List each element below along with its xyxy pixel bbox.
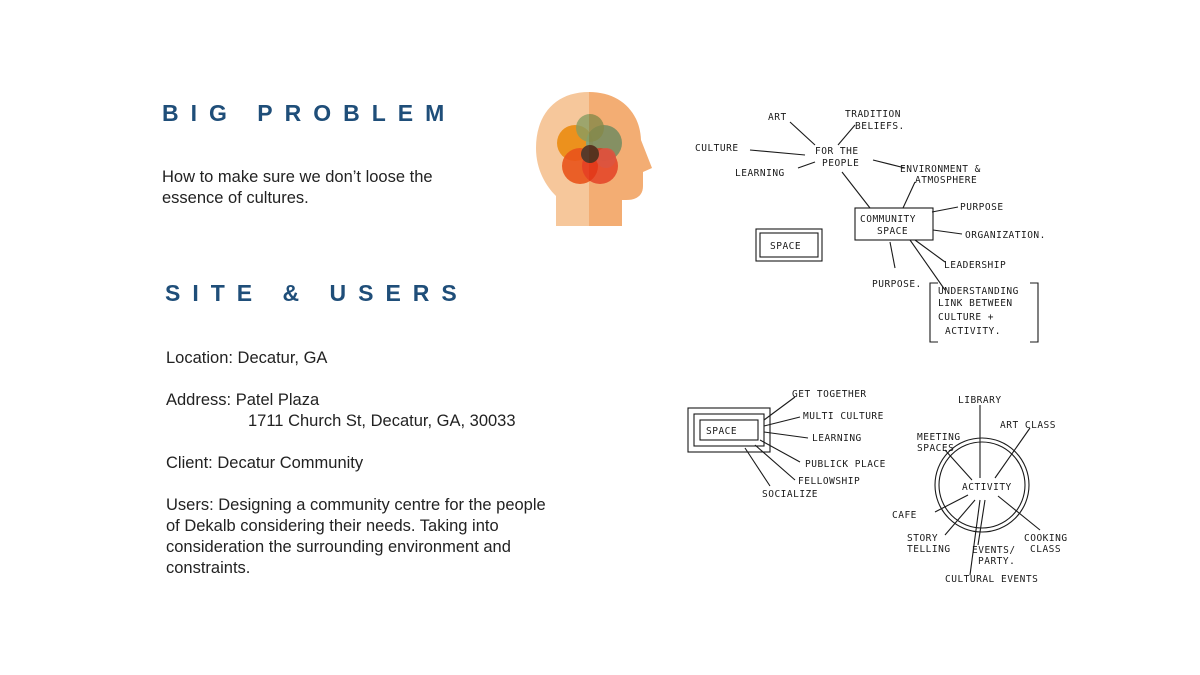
sk-activity: ACTIVITY. xyxy=(945,326,1001,337)
sk-library: LIBRARY xyxy=(958,395,1002,406)
sk-community: COMMUNITY xyxy=(860,214,916,225)
sk-fellowship: FELLOWSHIP xyxy=(798,476,860,487)
users-line-1: Users: Designing a community centre for … xyxy=(166,496,546,514)
address-line-2: 1711 Church St, Decatur, GA, 30033 xyxy=(248,412,516,430)
sk-understanding: UNDERSTANDING xyxy=(938,286,1019,297)
sk-culture-plus: CULTURE + xyxy=(938,312,994,323)
big-problem-line-2: essence of cultures. xyxy=(162,189,309,207)
users-text: Users: Designing a community centre for … xyxy=(166,495,546,579)
head-silhouette xyxy=(536,92,652,226)
sk-culture: CULTURE xyxy=(695,143,739,154)
sk-purpose-2: PURPOSE. xyxy=(872,279,922,290)
address-label: Address: Patel Plaza xyxy=(166,391,320,409)
venn-circles xyxy=(557,114,622,184)
client-text: Client: Decatur Community xyxy=(166,454,364,472)
sk-art-class: ART CLASS xyxy=(1000,420,1056,431)
sk-party: PARTY. xyxy=(978,556,1015,567)
users-line-4: constraints. xyxy=(166,559,251,577)
big-problem-text: How to make sure we don’t loose the esse… xyxy=(162,167,433,209)
sk-space-box: SPACE xyxy=(770,241,801,252)
sk-telling: TELLING xyxy=(907,544,951,555)
sk-cooking: COOKING xyxy=(1024,533,1068,544)
sk-spaces: SPACES xyxy=(917,443,954,454)
sk-people: PEOPLE xyxy=(822,158,859,169)
users-line-2: of Dekalb considering their needs. Takin… xyxy=(166,517,499,535)
sk-events: EVENTS/ xyxy=(972,545,1016,556)
sk-for-the: FOR THE xyxy=(815,146,859,157)
sk-art: ART xyxy=(768,112,787,123)
sk-story: STORY xyxy=(907,533,938,544)
big-problem-heading: BIG PROBLEM xyxy=(162,100,457,126)
sk-purpose: PURPOSE xyxy=(960,202,1004,213)
sk-environment: ENVIRONMENT & xyxy=(900,164,981,175)
sk-get-together: GET TOGETHER xyxy=(792,389,867,400)
sk-cultural-events: CULTURAL EVENTS xyxy=(945,574,1038,585)
location-text: Location: Decatur, GA xyxy=(166,349,328,367)
sk-space-bl: SPACE xyxy=(706,426,737,437)
sk-leadership: LEADERSHIP xyxy=(944,260,1006,271)
sk-public-place: PUBLICK PLACE xyxy=(805,459,886,470)
sk-space-center: SPACE xyxy=(877,226,908,237)
users-line-3: consideration the surrounding environmen… xyxy=(166,538,511,556)
site-users-heading: SITE & USERS xyxy=(165,280,469,306)
sk-socialize: SOCIALIZE xyxy=(762,489,818,500)
sk-class: CLASS xyxy=(1030,544,1061,555)
sk-tradition: TRADITION xyxy=(845,109,901,120)
sk-meeting: MEETING xyxy=(917,432,961,443)
sk-cafe: CAFE xyxy=(892,510,917,521)
sk-organization: ORGANIZATION. xyxy=(965,230,1046,241)
site-users-details: Location: Decatur, GA Address: Patel Pla… xyxy=(166,348,546,579)
sk-multi-culture: MULTI CULTURE xyxy=(803,411,884,422)
sk-beliefs: BELIEFS. xyxy=(855,121,905,132)
sk-activity-br: ACTIVITY xyxy=(962,482,1012,493)
big-problem-line-1: How to make sure we don’t loose the xyxy=(162,168,433,186)
sk-atmosphere: ATMOSPHERE xyxy=(915,175,977,186)
sk-link-between: LINK BETWEEN xyxy=(938,298,1013,309)
sk-learning-bl: LEARNING xyxy=(812,433,862,444)
sk-learning: LEARNING xyxy=(735,168,785,179)
